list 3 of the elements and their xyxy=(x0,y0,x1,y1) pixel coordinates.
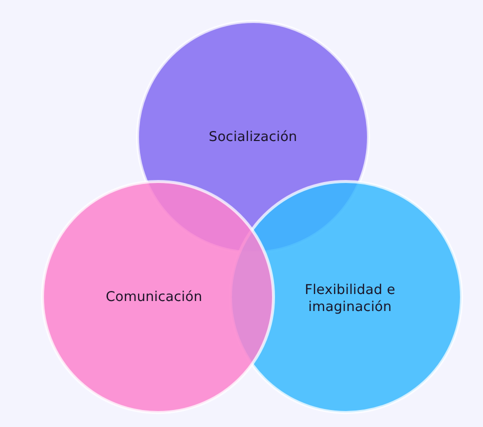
circle-label: Socialización xyxy=(208,128,298,146)
circle-label: Comunicación xyxy=(106,288,202,306)
circle-label: Flexibilidad e imaginación xyxy=(304,282,396,316)
